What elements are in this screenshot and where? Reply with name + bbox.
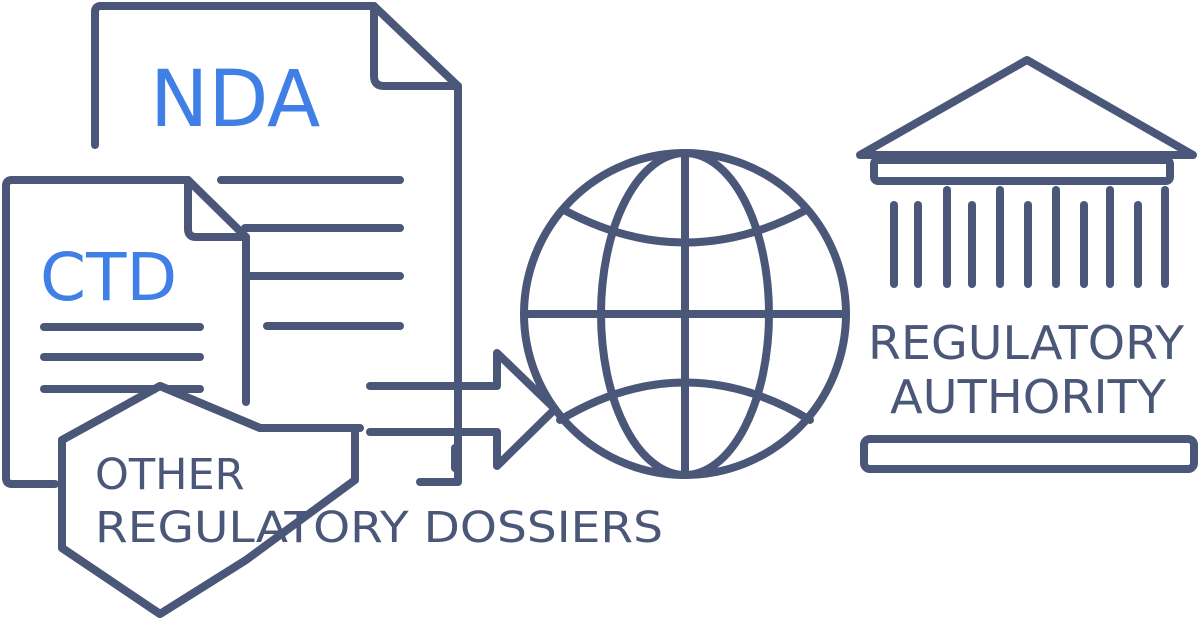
arrow-right-icon [366, 349, 559, 472]
ctd-label: CTD [40, 239, 177, 316]
shield-icon [58, 382, 364, 618]
authority-label-line2: AUTHORITY [890, 370, 1167, 424]
shield-label-line2: REGULATORY DOSSIERS [95, 503, 663, 553]
authority-label-line1: REGULATORY [868, 316, 1185, 370]
courthouse-icon [856, 56, 1198, 473]
nda-document-icon: NDA [91, 2, 462, 486]
shield-label-line1: OTHER [95, 450, 245, 500]
ctd-document-icon: CTD [2, 176, 250, 488]
nda-label: NDA [150, 55, 320, 145]
globe-icon [520, 149, 850, 479]
